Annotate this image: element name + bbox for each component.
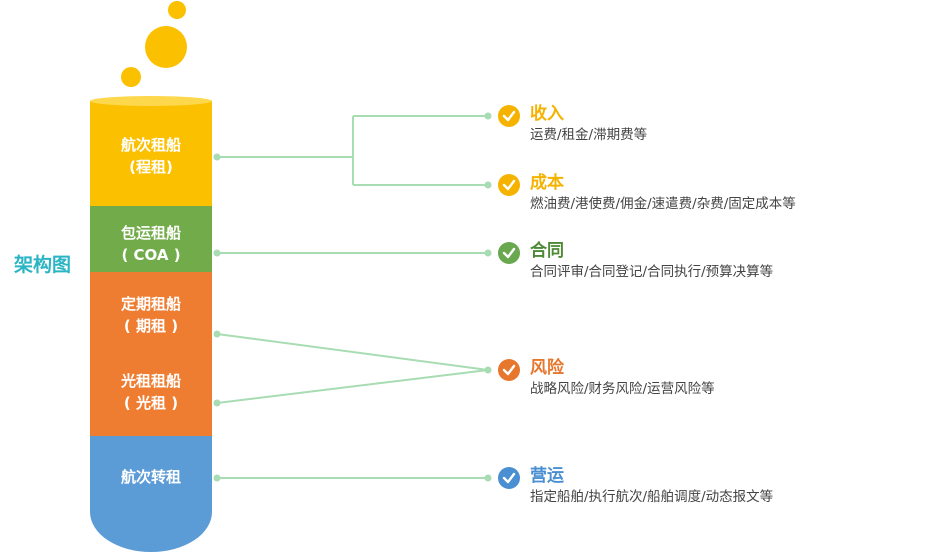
check-icon [498, 359, 520, 381]
check-icon [498, 467, 520, 489]
item-desc: 战略风险/财务风险/运营风险等 [530, 381, 715, 397]
check-icon [498, 174, 520, 196]
item-title: 风险 [530, 358, 564, 378]
segment-label-line2: ( 期租 ) [123, 317, 179, 335]
tube-segment-green [90, 206, 212, 272]
tube-segment-yellow [90, 101, 212, 206]
bubble-medium [121, 67, 141, 87]
bubble-large [145, 26, 187, 68]
check-icon [498, 105, 520, 127]
segment-time-charter: 定期租船 ( 期租 ) [90, 293, 212, 337]
tube-segment-blue [90, 436, 212, 552]
item-title: 收入 [530, 104, 564, 124]
tube-top [90, 96, 212, 106]
segment-label-line1: 光租租船 [120, 372, 181, 390]
item-title: 营运 [530, 466, 564, 486]
item-desc: 合同评审/合同登记/合同执行/预算决算等 [530, 264, 774, 280]
bubble-small [168, 1, 186, 19]
segment-label-line1: 定期租船 [120, 295, 181, 313]
segment-label-line2: ( 光租 ) [123, 394, 179, 412]
connector-lines [216, 115, 489, 479]
segment-label-line2: (程租) [129, 158, 173, 176]
segment-bareboat-charter: 光租租船 ( 光租 ) [90, 370, 212, 414]
item-desc: 指定船舶/执行航次/船舶调度/动态报文等 [530, 489, 774, 505]
tube-segment-orange [90, 272, 212, 436]
item-title: 合同 [530, 241, 564, 261]
check-icon [498, 242, 520, 264]
segment-sublet: 航次转租 [90, 466, 212, 488]
connector-dots [213, 112, 492, 482]
diagram-title: 架构图 [14, 254, 72, 276]
item-desc: 运费/租金/滞期费等 [530, 127, 648, 143]
segment-voyage-charter: 航次租船 (程租) [90, 134, 212, 178]
segment-label-line2: ( COA ) [121, 246, 181, 264]
segment-coa: 包运租船 ( COA ) [90, 222, 212, 266]
item-title: 成本 [530, 173, 564, 193]
segment-label-line1: 航次租船 [120, 136, 181, 154]
segment-label-line1: 航次转租 [120, 468, 181, 486]
item-desc: 燃油费/港使费/佣金/速遣费/杂费/固定成本等 [530, 196, 796, 212]
segment-label-line1: 包运租船 [120, 224, 181, 242]
